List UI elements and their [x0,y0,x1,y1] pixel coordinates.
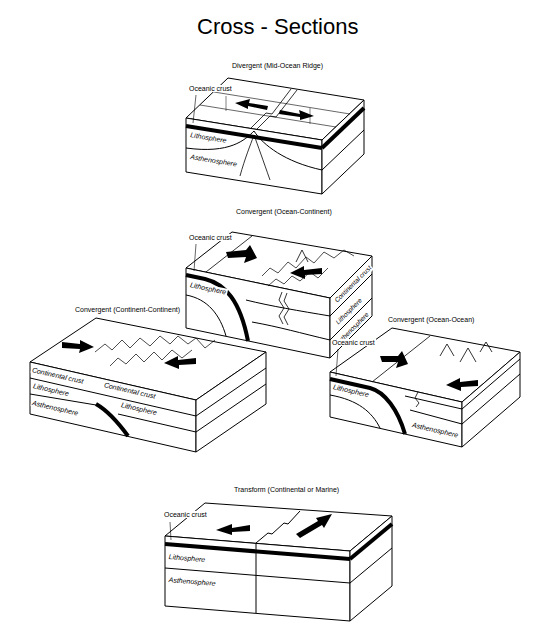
ocean-ocean-block [330,328,520,447]
layer-label: Oceanic crust [331,339,376,346]
layer-label: Oceanic crust [188,234,233,241]
page-title: Cross - Sections [197,16,358,38]
transform-block [165,503,392,621]
panel-title: Convergent (Ocean-Continent) [235,208,333,215]
panel-title: Convergent (Ocean-Ocean) [387,316,475,323]
divergent-block [186,78,364,194]
continent-continent-block [30,318,266,452]
panel-title: Transform (Continental or Marine) [233,486,340,493]
panel-title: Convergent (Continent-Continent) [74,306,181,313]
panel-title: Divergent (Mid-Ocean Ridge) [231,62,324,69]
layer-label: Oceanic crust [163,511,208,518]
layer-label: Oceanic crust [188,85,233,92]
